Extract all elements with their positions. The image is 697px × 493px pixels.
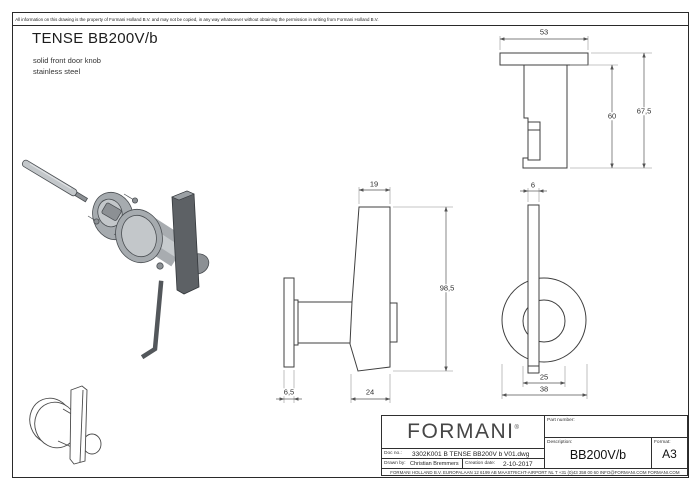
drawing-title: TENSE BB200V/b <box>32 30 158 47</box>
drawn-by-value: Christian Bremmers <box>410 461 459 467</box>
dim-side-view-rose-thickness: 6,5 <box>282 387 296 397</box>
front-view-drawing <box>501 188 588 399</box>
disclaimer-text: All information on this drawing is the p… <box>15 16 379 22</box>
drawn-by-label: Drawn by: <box>384 460 406 466</box>
registered-mark: ® <box>514 425 519 431</box>
part-number-cell: Part number: <box>544 416 687 437</box>
part-number-label: Part number: <box>547 417 575 423</box>
dim-side-view-bottom-width: 24 <box>364 387 376 397</box>
title-block: FORMANI® Doc no.: 3302K001 B TENSE BB200… <box>381 415 688 476</box>
creation-date-cell: Creation date: 2-10-2017 <box>462 458 544 468</box>
doc-no-label: Doc no.: <box>384 450 402 456</box>
exploded-view <box>21 159 210 360</box>
creation-date-value: 2-10-2017 <box>503 460 533 468</box>
brand-logo-cell: FORMANI® <box>382 416 544 448</box>
assembled-3d-view <box>29 385 102 465</box>
formani-logo: FORMANI® <box>407 420 519 443</box>
dim-side-view-top-width: 19 <box>368 179 380 189</box>
dim-front-view-neck-diameter: 25 <box>538 372 550 382</box>
drawn-by-cell: Drawn by: Christian Bremmers <box>382 458 462 468</box>
company-address-cell: FORMANI HOLLAND B.V. EUROPALAAN 12 6199 … <box>382 468 687 475</box>
description-value: BB200V/b <box>569 448 627 462</box>
dim-front-view-blade-width: 6 <box>529 180 537 190</box>
subtitle-line-1: solid front door knob <box>33 56 101 65</box>
dim-top-view-width: 53 <box>538 27 550 37</box>
doc-no-cell: Doc no.: 3302K001 B TENSE BB200V b V01.d… <box>382 448 544 458</box>
dim-top-view-height-total: 67,5 <box>635 106 653 116</box>
subtitle-line-2: stainless steel <box>33 66 81 76</box>
description-label: Description: <box>547 439 573 445</box>
creation-date-label: Creation date: <box>465 460 496 466</box>
dim-top-view-height-body: 60 <box>606 111 618 121</box>
format-label: Format: <box>654 439 671 445</box>
description-cell: Description: BB200V/b <box>544 437 651 468</box>
side-view-drawing <box>276 187 453 403</box>
doc-no-value: 3302K001 B TENSE BB200V b V01.dwg <box>412 450 530 458</box>
top-view-drawing <box>499 36 652 169</box>
disclaimer-strip: All information on this drawing is the p… <box>12 12 689 26</box>
dim-front-view-rose-diameter: 38 <box>538 384 550 394</box>
company-address: FORMANI HOLLAND B.V. EUROPALAAN 12 6199 … <box>389 469 680 475</box>
dim-side-view-height: 98,5 <box>438 283 456 293</box>
format-value: A3 <box>662 447 677 461</box>
format-cell: Format: A3 <box>651 437 687 468</box>
drawing-subtitle: solid front door knob stainless steel <box>33 56 101 78</box>
